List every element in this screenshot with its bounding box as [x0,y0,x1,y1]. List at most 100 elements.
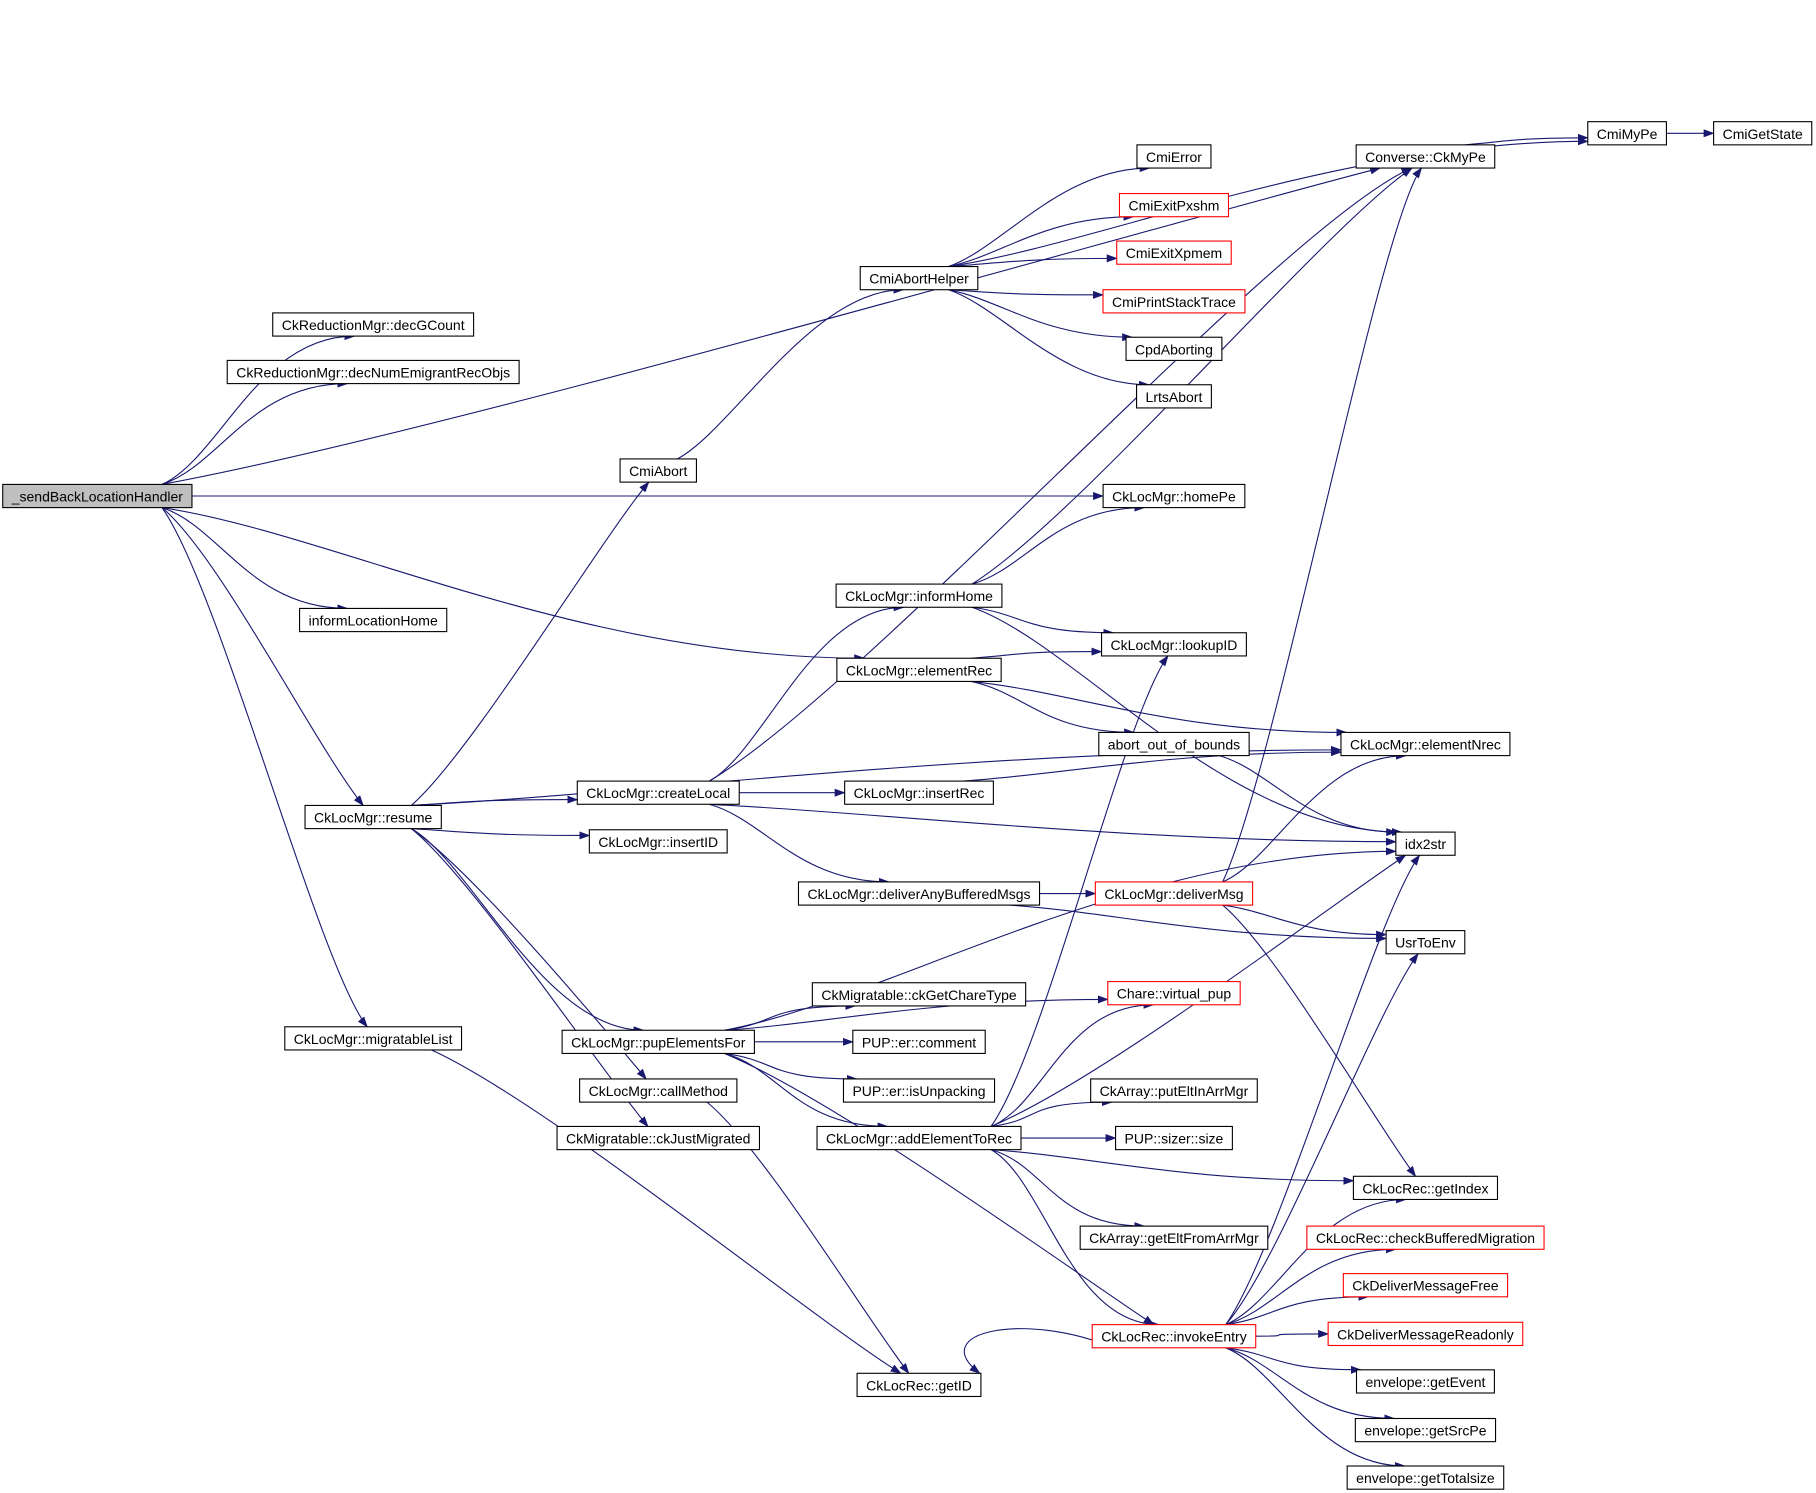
node-migratable-list[interactable]: CkLocMgr::migratableList [284,1026,463,1051]
node-element-rec[interactable]: CkLocMgr::elementRec [836,657,1002,682]
node-get-id[interactable]: CkLocRec::getID [856,1372,982,1398]
node-get-index[interactable]: CkLocRec::getIndex [1352,1175,1499,1201]
edge-deliver-msg-to-usr-to-env [1222,904,1388,939]
node-label: CkLocMgr::elementRec [846,662,992,678]
node-label: CkLocMgr::lookupID [1111,637,1238,653]
edge-path [948,289,1104,299]
edge-resume-to-create-local [411,795,579,806]
edge-path [948,289,1150,389]
node-call-method[interactable]: CkLocMgr::callMethod [579,1078,738,1103]
edge-inform-home-to-home-pe [971,503,1146,585]
node-send-back[interactable]: _sendBackLocationHandler [2,483,193,509]
edge-path [990,1149,1355,1185]
node-ck-just-migrated[interactable]: CkMigratable::ckJustMigrated [556,1125,761,1151]
node-label: CmiAbort [629,463,687,479]
node-resume[interactable]: CkLocMgr::resume [304,804,442,830]
edge-send-back-to-resume [161,507,364,807]
edge-invoke-entry-to-get-event [1225,1347,1362,1374]
node-cmi-get-state[interactable]: CmiGetState [1713,121,1813,146]
node-check-buffered[interactable]: CkLocRec::checkBufferedMigration [1306,1225,1545,1250]
node-ck-get-chare-type[interactable]: CkMigratable::ckGetChareType [811,982,1027,1007]
node-label: CkLocRec::invokeEntry [1101,1329,1247,1345]
node-deliver-free[interactable]: CkDeliverMessageFree [1342,1273,1509,1298]
node-insert-rec[interactable]: CkLocMgr::insertRec [844,780,994,805]
node-invoke-entry[interactable]: CkLocRec::invokeEntry [1091,1324,1257,1349]
node-inform-loc-home[interactable]: informLocationHome [299,607,448,633]
node-lookup-id[interactable]: CkLocMgr::lookupID [1101,632,1247,657]
node-get-totalsize[interactable]: envelope::getTotalsize [1346,1465,1505,1490]
edge-migratable-list-to-get-id [431,1049,902,1374]
edge-path [1222,904,1388,939]
edge-deliver-msg-to-ck-my-pe [1222,167,1423,883]
node-chare-pup[interactable]: Chare::virtual_pup [1107,981,1241,1006]
node-dec-gcount[interactable]: CkReductionMgr::decGCount [272,312,475,337]
node-cmi-my-pe[interactable]: CmiMyPe [1587,121,1667,146]
edge-resume-to-cmi-abort [410,481,650,806]
node-element-nrec[interactable]: CkLocMgr::elementNrec [1340,731,1511,757]
node-box [1306,1225,1545,1250]
edge-pup-elements-for-to-chare-pup [724,995,1109,1031]
node-usr-to-env[interactable]: UsrToEnv [1385,930,1466,955]
node-add-element-to-rec[interactable]: CkLocMgr::addElementToRec [816,1125,1022,1151]
edge-path [709,803,1397,846]
node-ck-my-pe[interactable]: Converse::CkMyPe [1355,144,1496,169]
node-create-local[interactable]: CkLocMgr::createLocal [576,780,740,805]
node-label: CmiMyPe [1597,126,1658,142]
node-box [816,1125,1022,1151]
node-dec-num-em[interactable]: CkReductionMgr::decNumEmigrantRecObjs [226,359,520,385]
edge-send-back-to-inform-loc-home [161,507,349,613]
edge-create-local-to-deliver-any [709,803,891,886]
edge-cmi-abort-helper-to-cmi-exit-pxshm [948,212,1135,268]
node-cmi-error[interactable]: CmiError [1136,144,1212,169]
edge-path [963,748,1342,782]
edge-add-element-to-rec-to-invoke-entry [990,1149,1161,1329]
node-label: CmiPrintStackTrace [1112,294,1236,310]
edge-path [990,1149,1161,1329]
node-cmi-exit-pxshm[interactable]: CmiExitPxshm [1118,192,1230,218]
node-box [1354,1417,1497,1443]
node-get-src-pe[interactable]: envelope::getSrcPe [1354,1417,1497,1443]
edge-cmi-abort-to-cmi-abort-helper [677,285,905,460]
node-home-pe[interactable]: CkLocMgr::homePe [1102,483,1246,509]
node-label: PUP::er::comment [862,1034,976,1050]
node-inform-home[interactable]: CkLocMgr::informHome [835,583,1003,608]
node-cmi-exit-xpmem[interactable]: CmiExitXpmem [1116,240,1232,265]
node-lrts-abort[interactable]: LrtsAbort [1136,384,1212,409]
node-label: LrtsAbort [1146,389,1203,405]
edge-cmi-abort-helper-to-cmi-print-stack [948,289,1104,299]
node-insert-id[interactable]: CkLocMgr::insertID [588,829,728,854]
node-pup-elements-for[interactable]: CkLocMgr::pupElementsFor [561,1029,755,1054]
node-cmi-abort-helper[interactable]: CmiAbortHelper [859,265,979,291]
node-box [811,982,1027,1007]
node-box [1090,1078,1258,1103]
node-deliver-any[interactable]: CkLocMgr::deliverAnyBufferedMsgs [797,881,1041,906]
edge-path [161,166,1382,485]
node-pup-is-unpacking[interactable]: PUP::er::isUnpacking [842,1078,996,1103]
node-label: envelope::getTotalsize [1356,1470,1495,1486]
node-idx2str[interactable]: idx2str [1395,831,1456,856]
node-get-elt[interactable]: CkArray::getEltFromArrMgr [1079,1225,1269,1250]
node-get-event[interactable]: envelope::getEvent [1355,1369,1495,1394]
node-deliver-readonly[interactable]: CkDeliverMessageReadonly [1327,1321,1524,1347]
node-box [304,804,442,830]
node-deliver-msg[interactable]: CkLocMgr::deliverMsg [1094,881,1254,906]
edge-path [990,655,1169,1127]
node-put-elt[interactable]: CkArray::putEltInArrMgr [1090,1078,1258,1103]
node-box [226,359,520,385]
node-label: CkLocMgr::deliverMsg [1104,886,1243,902]
edge-create-local-to-idx2str [709,803,1397,846]
node-cmi-print-stack[interactable]: CmiPrintStackTrace [1102,289,1246,314]
node-label: abort_out_of_bounds [1108,737,1240,753]
node-label: CmiExitPxshm [1128,198,1219,214]
node-sizer-size[interactable]: PUP::sizer::size [1115,1125,1233,1151]
node-label: CkLocMgr::informHome [845,588,993,604]
node-label: CkLocMgr::insertID [598,834,718,850]
edge-path [990,1098,1113,1127]
node-pup-comment[interactable]: PUP::er::comment [852,1029,986,1054]
node-cpd-aborting[interactable]: CpdAborting [1125,336,1223,361]
node-cmi-abort[interactable]: CmiAbort [619,458,697,483]
node-abort-oob[interactable]: abort_out_of_bounds [1098,731,1250,757]
node-label: CkLocMgr::pupElementsFor [571,1034,746,1050]
edge-deliver-msg-to-element-nrec [1222,751,1407,883]
edge-path [706,1101,910,1375]
